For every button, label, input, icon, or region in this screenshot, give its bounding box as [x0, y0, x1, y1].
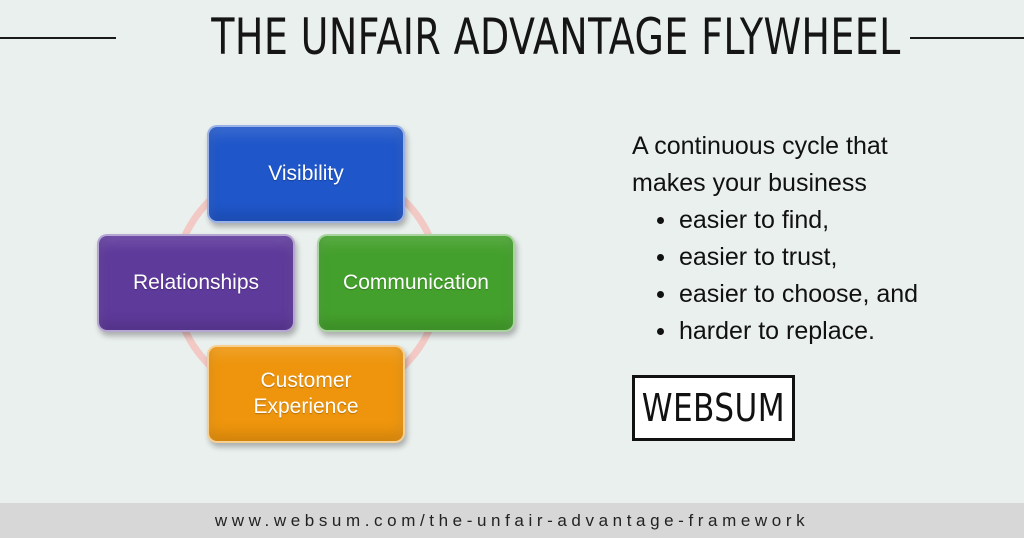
description: A continuous cycle that makes your busin… [632, 128, 1002, 350]
page-title: THE UNFAIR ADVANTAGE FLYWHEEL [211, 8, 901, 66]
node-customer-experience-label-line1: Customer [260, 369, 352, 392]
node-visibility: Visibility [207, 125, 405, 223]
description-intro-line1: A continuous cycle that [632, 132, 888, 160]
benefit-item: easier to trust, [657, 239, 1002, 276]
description-intro-line2: makes your business [632, 169, 867, 197]
logo-text: WEBSUM [641, 386, 786, 430]
benefit-item: easier to find, [657, 202, 1002, 239]
node-communication-label: Communication [343, 271, 489, 294]
node-relationships: Relationships [97, 234, 295, 332]
node-customer-experience-label-line2: Experience [253, 395, 359, 418]
benefit-item: harder to replace. [657, 313, 1002, 350]
footer-bar: www.websum.com/the-unfair-advantage-fram… [0, 503, 1024, 538]
websum-logo: WEBSUM [632, 375, 795, 441]
title-rule-right [910, 37, 1024, 39]
benefit-list: easier to find, easier to trust, easier … [632, 202, 1002, 350]
node-visibility-label: Visibility [268, 162, 344, 185]
footer-url: www.websum.com/the-unfair-advantage-fram… [214, 510, 810, 530]
node-relationships-label: Relationships [132, 271, 260, 294]
benefit-item: easier to choose, and [657, 276, 1002, 313]
node-communication: Communication [317, 234, 515, 332]
title-rule-left [0, 37, 116, 39]
node-customer-experience: Customer Experience [207, 345, 405, 443]
description-intro: A continuous cycle that makes your busin… [632, 128, 1002, 202]
